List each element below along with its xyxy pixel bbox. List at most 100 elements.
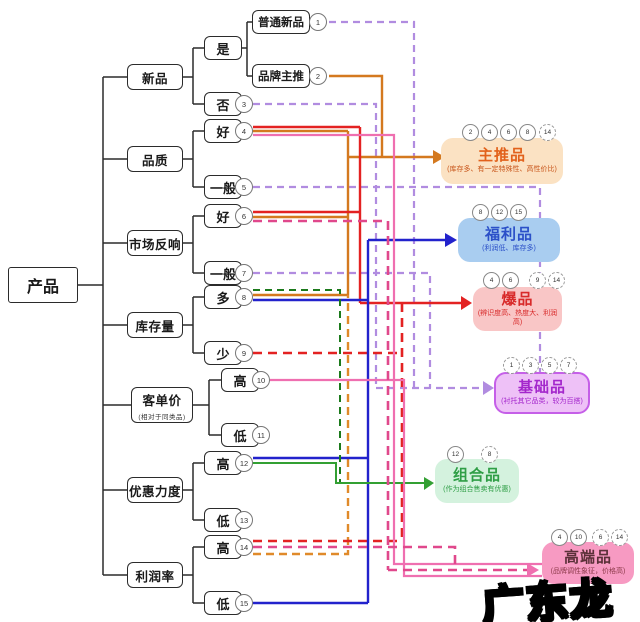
circle-number: 12 — [451, 451, 460, 458]
node-unit-price: 客单价 (相对于同类品) — [131, 387, 193, 423]
watermark: 广东龙网 — [479, 573, 616, 622]
card-subtitle: (作为组合售卖有优惠) — [443, 486, 511, 494]
option-label: 否 — [216, 97, 230, 113]
node-market-response: 市场反响 — [127, 230, 183, 256]
card-circle-dashed: 7 — [560, 357, 577, 374]
circle-4: 4 — [235, 122, 253, 140]
circle-5: 5 — [235, 178, 253, 196]
edges-blue-welfare — [253, 233, 457, 605]
card-circle: 15 — [510, 204, 527, 221]
card-circle: 4 — [481, 124, 498, 141]
circle-12: 12 — [235, 454, 253, 472]
circle-number: 6 — [241, 211, 247, 221]
option-label: 好 — [216, 124, 230, 140]
card-title: 基础品 — [517, 378, 566, 396]
card-circle-dashed: 3 — [522, 357, 539, 374]
branch-label: 库存量 — [135, 319, 175, 334]
circle-number: 4 — [487, 129, 492, 136]
option-label: 高 — [216, 540, 230, 556]
option-label: 低 — [216, 596, 230, 612]
circle-number: 3 — [528, 362, 533, 369]
card-circle-dashed: 6 — [592, 529, 609, 546]
circle-number: 2 — [315, 71, 321, 81]
branch-label: 品质 — [141, 153, 168, 168]
node-quality-average: 一般 — [204, 175, 242, 199]
circle-number: 12 — [239, 458, 249, 468]
edges-pink-highend — [253, 133, 542, 578]
circle-14: 14 — [235, 538, 253, 556]
circle-number: 6 — [598, 534, 603, 541]
card-welfare: 福利品 (利润低、库存多) — [458, 218, 560, 262]
card-high-end: 高端品 (品牌调性象征，价格高) — [542, 542, 634, 584]
card-circle: 12 — [491, 204, 508, 221]
node-product-label: 产品 — [26, 279, 59, 296]
node-product: 产品 — [8, 267, 78, 303]
card-circle-dashed: 9 — [529, 272, 546, 289]
circle-6: 6 — [235, 207, 253, 225]
circle-number: 15 — [514, 209, 523, 216]
node-quality: 品质 — [127, 146, 183, 172]
circle-number: 1 — [509, 362, 514, 369]
circle-number: 10 — [574, 534, 583, 541]
card-title: 主推品 — [477, 146, 526, 164]
card-circle-dashed: 8 — [481, 446, 498, 463]
circle-9: 9 — [235, 344, 253, 362]
circle-number: 2 — [468, 129, 473, 136]
circle-number: 7 — [566, 362, 571, 369]
card-circle-dashed: 14 — [611, 529, 628, 546]
option-label: 一般 — [209, 180, 236, 196]
circle-15: 15 — [235, 594, 253, 612]
card-main-push: 主推品 (库存多、有一定特殊性、高性价比) — [441, 138, 563, 184]
option-label: 低 — [216, 513, 230, 529]
edges-red-hot — [253, 125, 472, 543]
branch-label: 利润率 — [135, 569, 175, 584]
node-discount: 优惠力度 — [127, 477, 183, 503]
circle-number: 6 — [508, 277, 513, 284]
circle-number: 8 — [525, 129, 530, 136]
circle-3: 3 — [235, 95, 253, 113]
circle-number: 14 — [543, 129, 552, 136]
circle-number: 7 — [241, 268, 247, 278]
card-circle: 6 — [502, 272, 519, 289]
option-label: 高 — [216, 456, 230, 472]
card-subtitle: (衬托其它品类，较为百搭) — [501, 398, 583, 406]
card-title: 高端品 — [563, 548, 612, 566]
option-label: 好 — [216, 209, 230, 225]
tree-edges — [78, 21, 252, 604]
circle-number: 15 — [239, 598, 249, 608]
circle-13: 13 — [235, 511, 253, 529]
option-label: 多 — [216, 290, 230, 306]
circle-number: 10 — [256, 375, 266, 385]
card-circle-dashed: 5 — [541, 357, 558, 374]
card-circle: 4 — [483, 272, 500, 289]
option-label: 是 — [216, 41, 230, 57]
circle-number: 1 — [315, 17, 321, 27]
card-circle: 8 — [472, 204, 489, 221]
circle-number: 11 — [257, 430, 265, 440]
card-subtitle: (品牌调性象征，价格高) — [550, 568, 626, 576]
edges-green-combo — [253, 289, 434, 490]
circle-number: 3 — [241, 99, 247, 109]
circle-number: 8 — [478, 209, 483, 216]
card-title: 爆品 — [501, 290, 534, 308]
branch-label: 市场反响 — [128, 237, 181, 252]
card-hot-item: 爆品 (辨识度高、热度大、利润高) — [473, 287, 562, 331]
card-circle-dashed: 14 — [539, 124, 556, 141]
card-subtitle: (利润低、库存多) — [482, 245, 536, 253]
card-circle: 10 — [570, 529, 587, 546]
card-combo: 组合品 (作为组合售卖有优惠) — [435, 459, 519, 503]
circle-number: 8 — [487, 451, 492, 458]
card-circle: 12 — [447, 446, 464, 463]
node-new-product: 新品 — [127, 64, 183, 90]
node-profit-margin: 利润率 — [127, 562, 183, 588]
circle-number: 5 — [547, 362, 552, 369]
branch-label: 客单价 — [142, 393, 182, 408]
leaf-label: 普通新品 — [258, 17, 304, 29]
branch-label: 优惠力度 — [128, 484, 181, 499]
circle-8: 8 — [235, 288, 253, 306]
option-label: 少 — [216, 346, 230, 362]
card-circle: 8 — [519, 124, 536, 141]
circle-number: 6 — [506, 129, 511, 136]
card-circle: 6 — [500, 124, 517, 141]
